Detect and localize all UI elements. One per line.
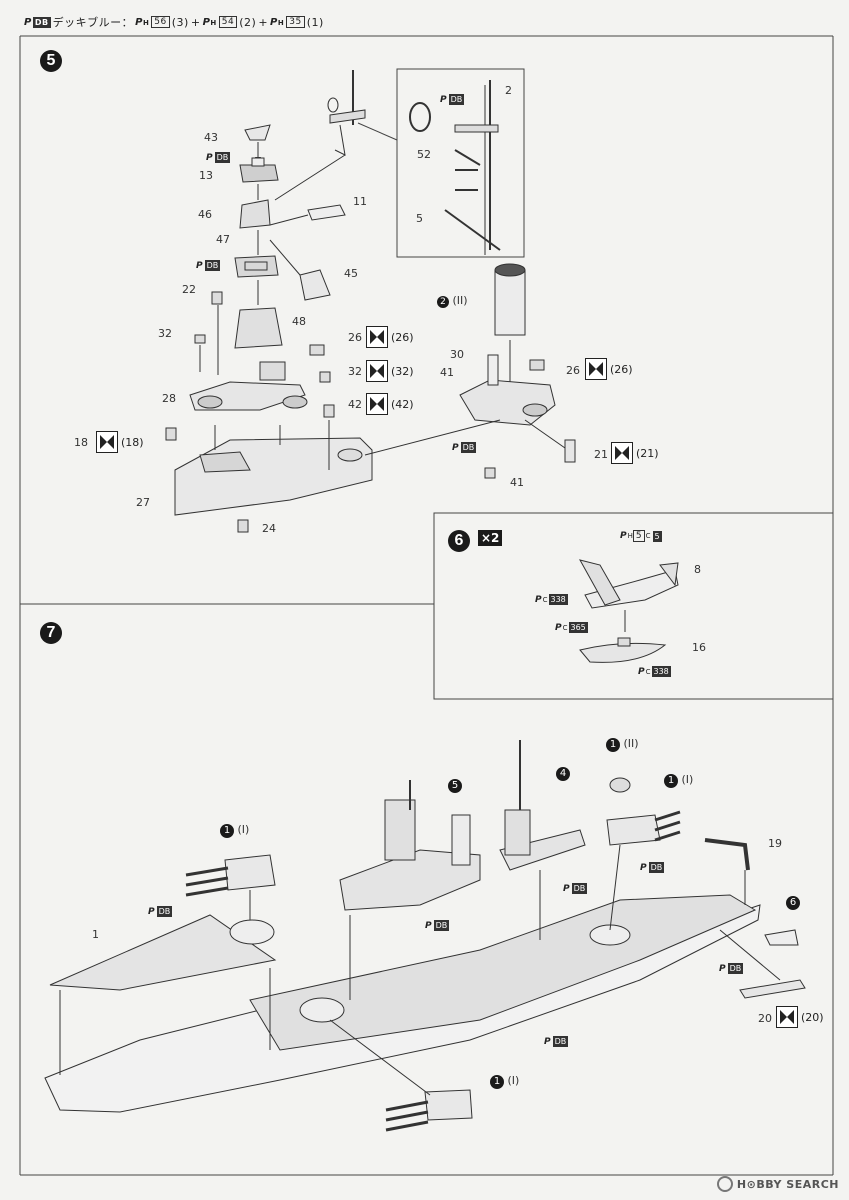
part-label: 2 (II) — [437, 294, 468, 308]
part-label: 13 — [199, 169, 213, 182]
part-label: 20 — [758, 1012, 772, 1025]
part-label: 45 — [344, 267, 358, 280]
part-label: 32 — [348, 365, 362, 378]
part-label: 18 — [74, 436, 88, 449]
part-label: 28 — [162, 392, 176, 405]
decal-callout: (20) — [776, 1006, 824, 1028]
part-label: 27 — [136, 496, 150, 509]
part-label: 52 — [417, 148, 431, 161]
decal-callout: (26) — [585, 358, 633, 380]
decal-callout: (21) — [611, 442, 659, 464]
assembly-ref: 1 (I) — [664, 773, 693, 788]
part-label: 2 — [505, 84, 512, 97]
decal-icon — [585, 358, 607, 380]
decal-icon — [96, 431, 118, 453]
decal-callout: (32) — [366, 360, 414, 382]
decal-icon — [366, 360, 388, 382]
decal-icon — [611, 442, 633, 464]
part-label: 19 — [768, 837, 782, 850]
part-label: 21 — [594, 448, 608, 461]
part-label: 43 — [204, 131, 218, 144]
part-label: 22 — [182, 283, 196, 296]
assembly-ref: 1 (II) — [606, 737, 639, 752]
assembly-ref: 4 — [556, 766, 570, 781]
decal-icon — [366, 326, 388, 348]
assembly-ref: 1 (I) — [490, 1074, 519, 1089]
part-label: 47 — [216, 233, 230, 246]
part-label: 30 — [450, 348, 464, 361]
part-label: 41 — [440, 366, 454, 379]
watermark: H⊙BBY SEARCH — [716, 1176, 839, 1192]
part-label: 32 — [158, 327, 172, 340]
assembly-ref: 6 — [786, 895, 800, 910]
decal-callout: (26) — [366, 326, 414, 348]
part-label: 41 — [510, 476, 524, 489]
part-label: 46 — [198, 208, 212, 221]
step-6-marker: 6 — [448, 530, 470, 552]
step-5-marker: 5 — [40, 50, 62, 72]
part-label: 11 — [353, 195, 367, 208]
part-label: 26 — [348, 331, 362, 344]
step-6-multiplier: ×2 — [478, 530, 503, 546]
paint-name: デッキブルー： — [52, 16, 134, 29]
part-label: 1 — [92, 928, 99, 941]
part-label: 26 — [566, 364, 580, 377]
gear-icon — [716, 1176, 733, 1192]
part-label: 5 — [416, 212, 423, 225]
assembly-ref: 1 (I) — [220, 823, 249, 838]
assembly-ref: 5 — [448, 778, 462, 793]
part-label: 24 — [262, 522, 276, 535]
decal-icon — [776, 1006, 798, 1028]
step-7-marker: 7 — [40, 622, 62, 644]
part-label: 48 — [292, 315, 306, 328]
part-label: 16 — [692, 641, 706, 654]
decal-icon — [366, 393, 388, 415]
decal-callout: (42) — [366, 393, 414, 415]
decal-callout: (18) — [96, 431, 144, 453]
part-label: 8 — [694, 563, 701, 576]
part-label: 42 — [348, 398, 362, 411]
